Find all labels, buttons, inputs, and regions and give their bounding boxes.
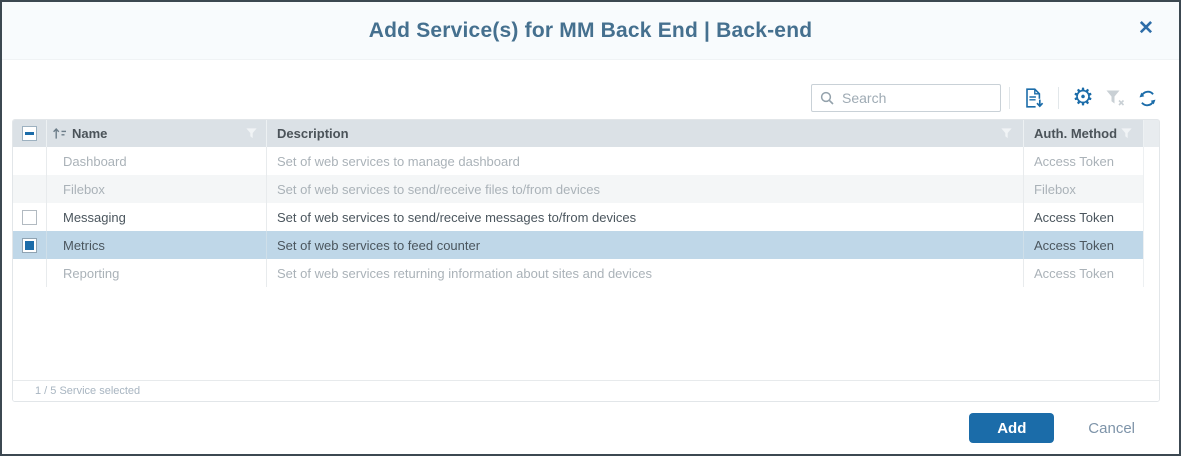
service-auth-method: Access Token bbox=[1034, 209, 1114, 225]
column-header-name[interactable]: Name bbox=[46, 120, 266, 147]
service-auth-method: Access Token bbox=[1034, 237, 1114, 253]
column-label: Name bbox=[72, 126, 108, 141]
export-list-icon[interactable] bbox=[1020, 84, 1048, 112]
service-description: Set of web services to feed counter bbox=[277, 237, 481, 253]
row-checkbox-cell bbox=[13, 259, 46, 287]
filter-icon[interactable] bbox=[245, 127, 258, 140]
table-row-filebox: Filebox Set of web services to send/rece… bbox=[13, 175, 1159, 203]
refresh-icon[interactable] bbox=[1133, 84, 1161, 112]
table-row-metrics[interactable]: Metrics Set of web services to feed coun… bbox=[13, 231, 1159, 259]
row-checkbox-cell bbox=[13, 231, 46, 259]
search-box[interactable] bbox=[811, 84, 1001, 112]
sort-ascending-icon bbox=[52, 127, 67, 140]
row-checkbox-cell bbox=[13, 147, 46, 175]
table-header-row: Name Description Auth. Method bbox=[13, 120, 1159, 147]
table-row-reporting: Reporting Set of web services returning … bbox=[13, 259, 1159, 287]
selection-status-text: 1 / 5 Service selected bbox=[35, 385, 141, 397]
service-description: Set of web services to send/receive mess… bbox=[277, 209, 637, 225]
filter-icon[interactable] bbox=[1000, 127, 1013, 140]
header-scrollbar-spacer bbox=[1143, 120, 1159, 147]
vertical-scrollbar[interactable] bbox=[1143, 147, 1159, 175]
selection-status-bar: 1 / 5 Service selected bbox=[13, 380, 1159, 401]
column-header-description: Description bbox=[266, 120, 1023, 147]
table-row-messaging[interactable]: Messaging Set of web services to send/re… bbox=[13, 203, 1159, 231]
column-label: Auth. Method bbox=[1034, 126, 1118, 141]
select-all-checkbox[interactable] bbox=[22, 126, 37, 141]
search-icon bbox=[820, 91, 834, 105]
service-name: Dashboard bbox=[63, 153, 127, 169]
add-button[interactable]: Add bbox=[969, 413, 1055, 443]
service-description: Set of web services returning informatio… bbox=[277, 265, 653, 281]
service-name: Filebox bbox=[63, 181, 105, 197]
toolbar-divider bbox=[1009, 87, 1010, 109]
vertical-scrollbar[interactable] bbox=[1143, 175, 1159, 203]
settings-gear-icon[interactable]: ⚙ bbox=[1072, 84, 1094, 111]
filter-icon[interactable] bbox=[1120, 127, 1133, 140]
dialog-header: Add Service(s) for MM Back End | Back-en… bbox=[2, 2, 1179, 60]
service-name: Reporting bbox=[63, 265, 120, 281]
dialog-footer: Add Cancel bbox=[2, 402, 1179, 454]
service-name: Metrics bbox=[63, 237, 105, 253]
vertical-scrollbar[interactable] bbox=[1143, 231, 1159, 259]
row-checkbox-cell bbox=[13, 175, 46, 203]
service-auth-method: Access Token bbox=[1034, 153, 1114, 169]
service-auth-method: Access Token bbox=[1034, 265, 1114, 281]
header-checkbox-cell bbox=[13, 120, 46, 147]
column-header-auth-method: Auth. Method bbox=[1023, 120, 1143, 147]
dialog-title: Add Service(s) for MM Back End | Back-en… bbox=[368, 18, 813, 42]
column-label: Description bbox=[277, 126, 349, 141]
service-description: Set of web services to send/receive file… bbox=[277, 181, 600, 197]
service-name: Messaging bbox=[63, 209, 126, 225]
close-icon[interactable]: ✕ bbox=[1138, 17, 1154, 39]
service-auth-method: Filebox bbox=[1034, 181, 1076, 197]
clear-filter-icon bbox=[1101, 84, 1129, 112]
service-description: Set of web services to manage dashboard bbox=[277, 153, 520, 169]
toolbar-divider bbox=[1058, 87, 1059, 109]
services-table: Name Description Auth. Method bbox=[12, 119, 1160, 402]
row-checkbox[interactable] bbox=[22, 209, 37, 225]
search-input[interactable] bbox=[840, 89, 992, 107]
vertical-scrollbar[interactable] bbox=[1143, 259, 1159, 287]
row-checkbox-cell bbox=[13, 203, 46, 231]
cancel-button[interactable]: Cancel bbox=[1088, 419, 1135, 437]
table-row-dashboard: Dashboard Set of web services to manage … bbox=[13, 147, 1159, 175]
vertical-scrollbar[interactable] bbox=[1143, 203, 1159, 231]
row-checkbox[interactable] bbox=[22, 237, 37, 253]
grid-toolbar: ⚙ bbox=[811, 83, 1163, 113]
